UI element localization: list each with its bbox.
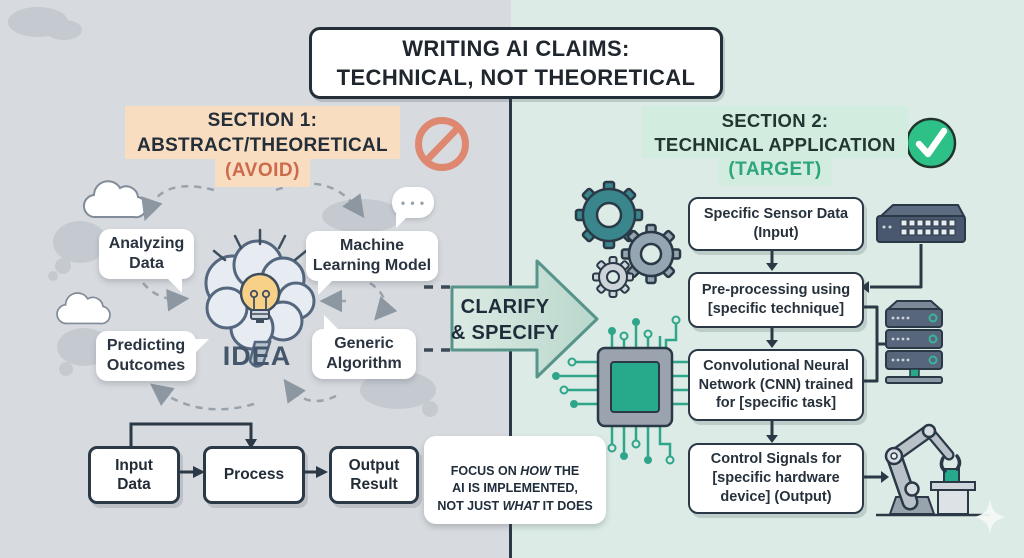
- note-emphasis-how: HOW: [520, 463, 551, 478]
- no-entry-icon: [415, 117, 469, 171]
- focus-note: FOCUS ON HOW THE AI IS IMPLEMENTED, NOT …: [424, 436, 606, 524]
- speech-bubble-predicting-outcomes: Predicting Outcomes: [96, 331, 209, 381]
- flow-box-output-result: Output Result: [329, 446, 419, 504]
- flow-box-input-data: Input Data: [88, 446, 180, 504]
- note-text-2: THE AI IS IMPLEMENTED, NOT JUST: [437, 463, 580, 513]
- note-emphasis-what: WHAT: [502, 498, 540, 513]
- speech-bubble-generic-algorithm: Generic Algorithm: [312, 315, 416, 379]
- page-title: WRITING AI CLAIMS: TECHNICAL, NOT THEORE…: [309, 27, 723, 99]
- section2-heading: SECTION 2: TECHNICAL APPLICATION: [642, 106, 908, 159]
- section1-tag-avoid: (AVOID): [215, 159, 310, 188]
- clarify-specify-label: CLARIFY & SPECIFY: [450, 296, 560, 344]
- section1-heading: SECTION 1: ABSTRACT/THEORETICAL: [125, 106, 400, 160]
- tech-box-control-signals-output: Control Signals for [specific hardware d…: [688, 443, 864, 514]
- idea-label: IDEA: [222, 341, 292, 371]
- tech-box-preprocessing: Pre-processing using [specific technique…: [688, 272, 864, 328]
- note-text-3: IT DOES: [539, 498, 593, 513]
- speech-bubble-analyzing-data: Analyzing Data: [99, 229, 194, 293]
- flow-box-process: Process: [203, 446, 305, 504]
- section2-header: SECTION 2: TECHNICAL APPLICATION (TARGET…: [630, 106, 920, 186]
- note-text-1: FOCUS ON: [450, 463, 521, 478]
- ellipsis-bubble: • • •: [392, 187, 434, 228]
- tech-box-cnn: Convolutional Neural Network (CNN) train…: [688, 349, 864, 421]
- tech-box-sensor-data-input: Specific Sensor Data (Input): [688, 197, 864, 251]
- section2-tag-target: (TARGET): [718, 158, 832, 186]
- speech-bubble-machine-learning-model: Machine Learning Model: [306, 231, 438, 295]
- section1-header: SECTION 1: ABSTRACT/THEORETICAL (AVOID): [110, 106, 415, 188]
